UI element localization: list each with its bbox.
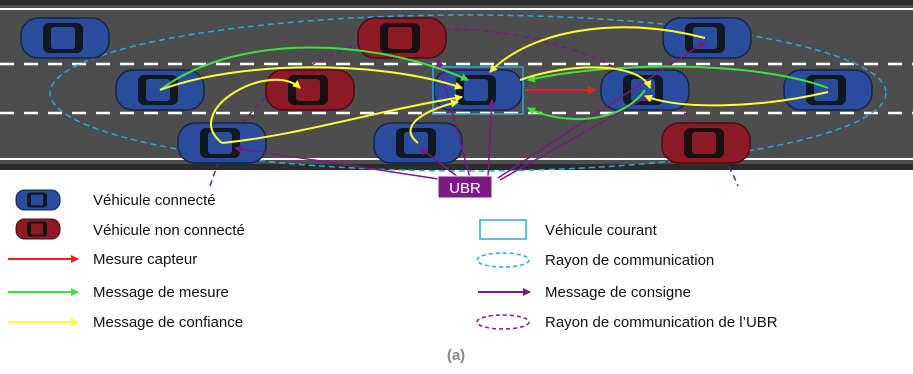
trust-message-arrow bbox=[210, 78, 301, 144]
legend-ubr-range-label: Rayon de communication de l’UBR bbox=[545, 314, 778, 331]
measure-message-arrow bbox=[527, 65, 829, 89]
legend-current-vehicle-box bbox=[479, 219, 527, 240]
setpoint-arrow bbox=[234, 145, 446, 181]
legend-non-connected-vehicle-icon bbox=[15, 218, 61, 240]
trust-message-arrow bbox=[221, 94, 463, 144]
legend-connected-vehicle-icon bbox=[15, 189, 61, 211]
road-bottom-edge bbox=[0, 164, 913, 170]
vehicle-connected bbox=[662, 17, 752, 59]
legend-setpoint-message-label: Message de consigne bbox=[545, 284, 691, 301]
setpoint-arrow bbox=[419, 147, 463, 181]
legend-trust-message-label: Message de confiance bbox=[93, 314, 243, 331]
ubr-badge: UBR bbox=[437, 175, 493, 199]
setpoint-arrow bbox=[487, 99, 496, 177]
legend-current-vehicle-label: Véhicule courant bbox=[545, 222, 658, 239]
setpoint-arrow bbox=[497, 41, 706, 179]
trust-message-arrow bbox=[644, 91, 829, 107]
legend-connected-vehicle-label: Véhicule connecté bbox=[93, 192, 216, 209]
trust-message-arrow bbox=[519, 66, 652, 89]
communication-range bbox=[49, 14, 887, 172]
legend-non-connected-vehicle-label: Véhicule non connecté bbox=[93, 222, 245, 239]
legend-communication-range-ellipse bbox=[476, 252, 530, 268]
measure-message-arrow bbox=[527, 89, 646, 121]
legend-left: Véhicule connecté Véhicule non connecté … bbox=[8, 189, 245, 331]
trust-message-arrow bbox=[159, 66, 463, 91]
vehicles bbox=[20, 17, 873, 164]
vehicle-connected bbox=[20, 17, 110, 59]
legend-ubr-range-ellipse bbox=[476, 314, 530, 330]
legend-sensor-measure-label: Mesure capteur bbox=[93, 251, 197, 268]
legend-measure-message-label: Message de mesure bbox=[93, 284, 229, 301]
setpoint-arrow bbox=[435, 59, 471, 179]
trust-message-arrow bbox=[409, 99, 459, 144]
legend-communication-range-label: Rayon de communication bbox=[545, 252, 714, 269]
road-top-line bbox=[0, 8, 913, 10]
road-top-edge bbox=[0, 0, 913, 5]
setpoint-arrow bbox=[499, 94, 651, 181]
trust-message-arrow bbox=[489, 26, 706, 73]
ubr-badge-box bbox=[437, 175, 493, 199]
vehicle-non-connected bbox=[661, 122, 751, 164]
vehicle-connected bbox=[783, 69, 873, 111]
legend-right: Véhicule courant Rayon de communication … bbox=[476, 219, 778, 331]
ubr-label: UBR bbox=[449, 180, 481, 197]
vehicle-non-connected bbox=[265, 69, 355, 111]
message-arrows bbox=[159, 26, 829, 181]
measure-message-arrow bbox=[159, 46, 469, 91]
figure-caption: (a) bbox=[447, 347, 465, 364]
current-vehicle-box bbox=[432, 66, 524, 115]
